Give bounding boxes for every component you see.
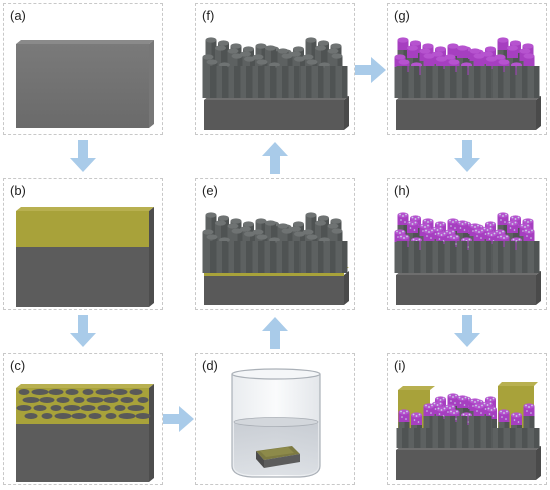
panel-i: (i) [387, 353, 547, 485]
arrow-down-h-i [454, 315, 480, 347]
pillar-array-g [394, 37, 541, 130]
pillar-array-e [202, 212, 349, 305]
beaker-etching [231, 368, 321, 478]
panel-g: (g) [387, 3, 547, 135]
island-substrate [16, 384, 154, 482]
arrow-right-c-d [163, 406, 194, 432]
pillar-array-i [396, 382, 541, 480]
panel-d: (d) [195, 353, 355, 485]
bulk-substrate [16, 40, 154, 128]
panel-label-c: (c) [10, 358, 26, 373]
arrow-up-d-e [262, 317, 288, 349]
arrow-right-f-g [355, 57, 386, 83]
panel-h: (h) [387, 178, 547, 310]
panel-f: (f) [195, 3, 355, 135]
coated-substrate [16, 207, 154, 307]
panel-label-f: (f) [202, 8, 215, 23]
arrow-down-g-h [454, 140, 480, 172]
pillar-array-h [394, 212, 541, 305]
arrow-down-b-c [70, 315, 96, 347]
panel-label-g: (g) [394, 8, 410, 23]
panel-label-d: (d) [202, 358, 218, 373]
pillar-array-f [202, 37, 349, 130]
panel-b: (b) [3, 178, 163, 310]
arrow-up-e-f [262, 142, 288, 174]
panel-label-e: (e) [202, 183, 218, 198]
panel-e: (e) [195, 178, 355, 310]
panel-label-i: (i) [394, 358, 406, 373]
panel-label-a: (a) [10, 8, 26, 23]
arrow-down-a-b [70, 140, 96, 172]
panel-label-b: (b) [10, 183, 26, 198]
panel-a: (a) [3, 3, 163, 135]
panel-label-h: (h) [394, 183, 410, 198]
panel-c: (c) [3, 353, 163, 485]
